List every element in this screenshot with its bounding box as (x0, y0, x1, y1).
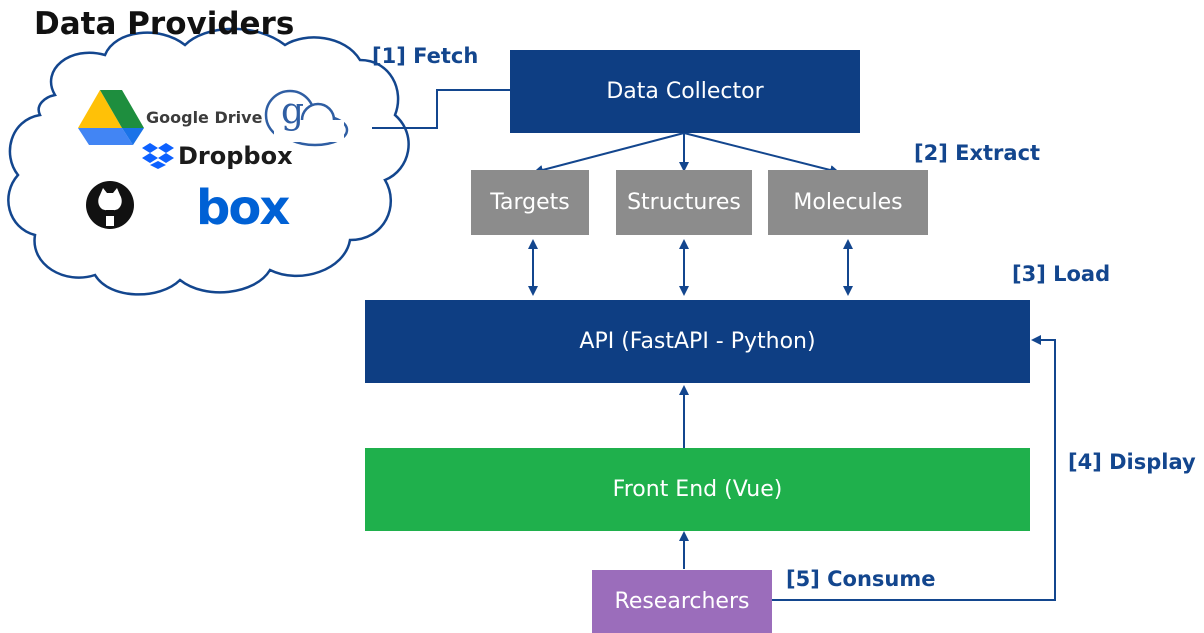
page-title: Data Providers (34, 6, 295, 42)
data-collector-box: Data Collector (510, 50, 860, 133)
globus-icon (264, 89, 349, 147)
box-label: box (196, 180, 290, 236)
step-consume-label: [5] Consume (786, 567, 936, 591)
step-extract-label: [2] Extract (914, 141, 1041, 165)
api-box: API (FastAPI - Python) (365, 300, 1030, 383)
step-fetch-label: [1] Fetch (372, 44, 479, 68)
globus-label: g (281, 91, 305, 132)
dropbox-icon (142, 143, 174, 169)
google-drive-label: Google Drive (146, 108, 263, 127)
google-drive-icon (78, 90, 144, 145)
frontend-box: Front End (Vue) (365, 448, 1030, 531)
targets-box: Targets (471, 170, 589, 235)
fetch-connector (372, 89, 510, 129)
dropbox-label: Dropbox (178, 142, 293, 170)
collector-molecules-arrow (683, 132, 840, 175)
display-connector (772, 335, 1056, 601)
researchers-box: Researchers (592, 570, 772, 633)
step-load-label: [3] Load (1012, 262, 1111, 286)
github-icon (86, 181, 134, 229)
collector-targets-arrow (533, 132, 685, 175)
step-display-label: [4] Display (1068, 450, 1196, 474)
structures-box: Structures (616, 170, 752, 235)
molecules-box: Molecules (768, 170, 928, 235)
